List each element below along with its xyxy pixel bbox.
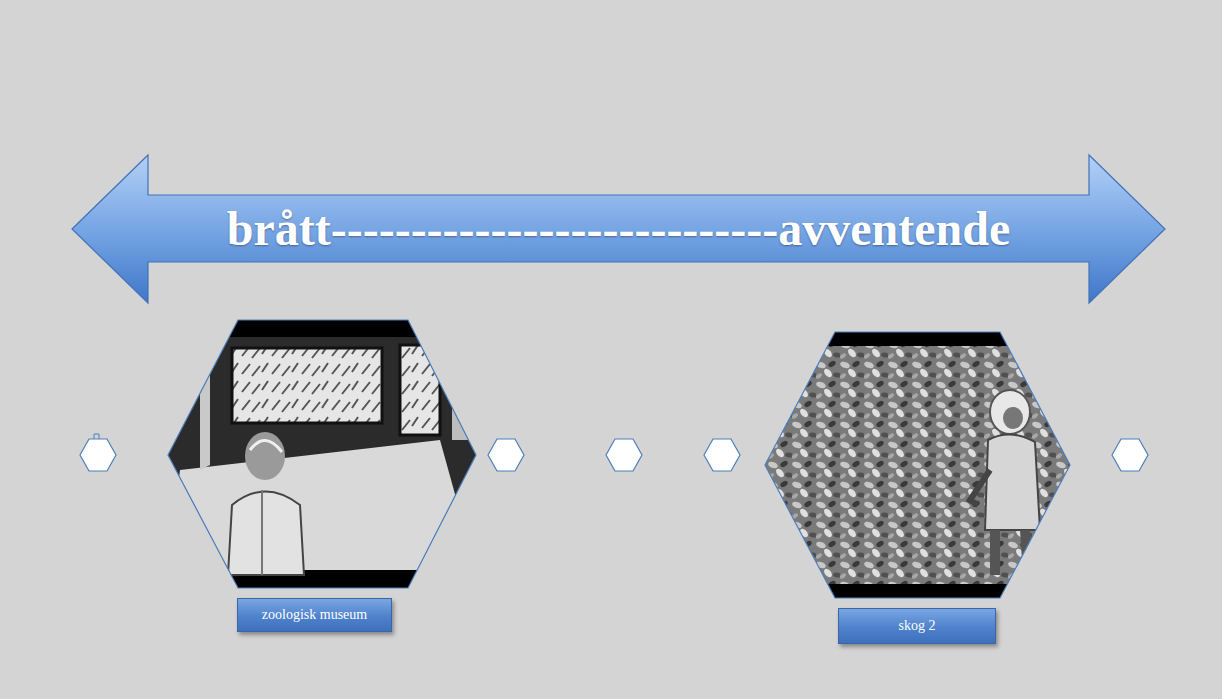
photo-label: zoologisk museum xyxy=(237,598,392,632)
small-mark xyxy=(94,434,99,439)
museum-photo xyxy=(160,315,480,595)
forest-photo xyxy=(760,328,1075,604)
scale-text: brått----------------------------avvente… xyxy=(227,205,1011,253)
photo-label: skog 2 xyxy=(838,608,996,644)
label-text: zoologisk museum xyxy=(262,607,367,622)
scale-arrow: brått----------------------------avvente… xyxy=(72,155,1165,303)
label-text: skog 2 xyxy=(899,618,936,633)
